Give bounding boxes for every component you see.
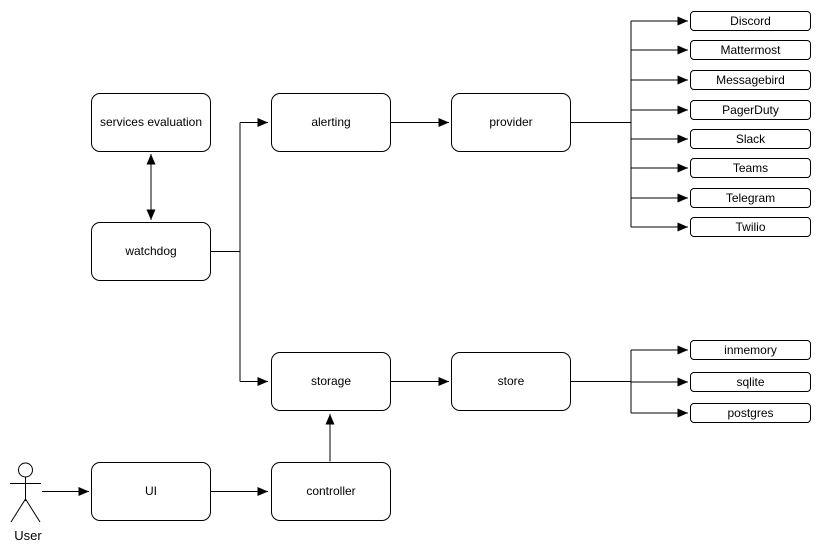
leaf-label: Twilio: [735, 220, 766, 234]
provider-item-slack: Slack: [690, 129, 811, 149]
leaf-label: Telegram: [725, 191, 776, 205]
leaf-label: Discord: [730, 14, 771, 28]
store-item-sqlite: sqlite: [690, 372, 811, 392]
leaf-label: inmemory: [724, 343, 777, 357]
provider-item-twilio: Twilio: [690, 217, 811, 237]
node-label: storage: [310, 374, 352, 389]
node-store: store: [451, 352, 571, 411]
node-ui: UI: [91, 462, 211, 521]
provider-item-telegram: Telegram: [690, 188, 811, 208]
leaf-label: postgres: [727, 406, 774, 420]
user-actor-icon: [10, 462, 41, 523]
node-storage: storage: [271, 352, 391, 411]
node-provider: provider: [451, 93, 571, 152]
node-label: store: [497, 374, 525, 389]
leaf-label: sqlite: [736, 375, 765, 389]
node-watchdog: watchdog: [91, 222, 211, 281]
node-label: alerting: [311, 115, 351, 130]
leaf-label: Messagebird: [716, 73, 785, 87]
provider-item-discord: Discord: [690, 11, 811, 31]
provider-item-teams: Teams: [690, 158, 811, 178]
node-controller: controller: [271, 462, 391, 521]
leaf-label: PagerDuty: [722, 103, 779, 117]
provider-item-mattermost: Mattermost: [690, 40, 811, 60]
provider-item-pagerduty: PagerDuty: [690, 100, 811, 120]
store-item-postgres: postgres: [690, 403, 811, 423]
node-label: provider: [489, 115, 533, 130]
leaf-label: Mattermost: [720, 43, 781, 57]
node-label: watchdog: [125, 244, 177, 259]
node-services-evaluation: services evaluation: [91, 93, 211, 152]
node-label: UI: [145, 484, 157, 499]
store-item-inmemory: inmemory: [690, 340, 811, 360]
node-label: services evaluation: [99, 115, 203, 130]
leaf-label: Slack: [735, 132, 766, 146]
user-actor-label: User: [14, 528, 42, 543]
node-label: controller: [306, 484, 356, 499]
node-alerting: alerting: [271, 93, 391, 152]
leaf-label: Teams: [732, 161, 769, 175]
provider-item-messagebird: Messagebird: [690, 70, 811, 90]
